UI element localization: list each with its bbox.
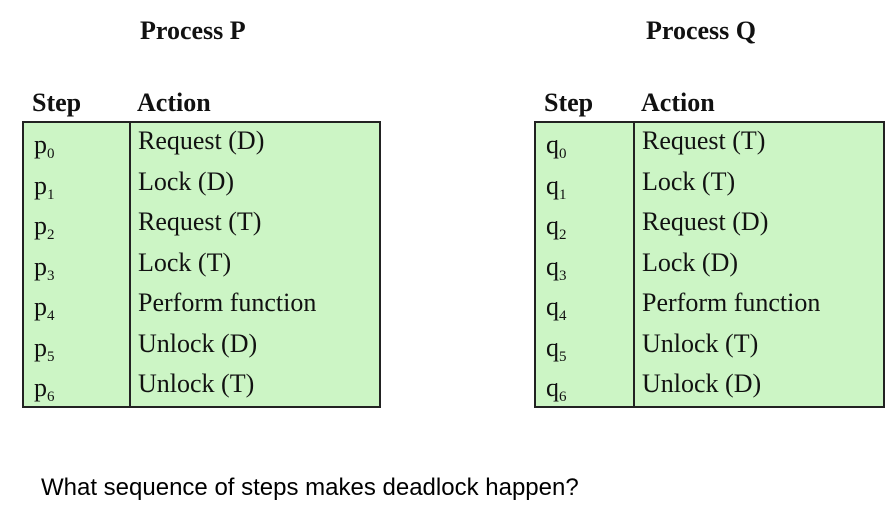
- step-cell: p3: [34, 251, 55, 292]
- process-p-step-header: Step: [32, 88, 82, 117]
- step-index: 6: [559, 389, 567, 405]
- action-cell: Unlock (D): [642, 369, 762, 398]
- step-letter: p: [34, 130, 47, 159]
- action-cell: Request (D): [138, 126, 265, 155]
- step-letter: q: [546, 130, 559, 159]
- step-index: 2: [559, 227, 567, 243]
- column-divider: [633, 123, 635, 406]
- step-index: 0: [559, 146, 567, 162]
- table-row: p6 Unlock (T): [24, 366, 379, 407]
- step-letter: q: [546, 211, 559, 240]
- step-index: 4: [559, 308, 567, 324]
- table-row: p4 Perform function: [24, 285, 379, 326]
- action-cell: Lock (T): [138, 247, 232, 277]
- step-index: 5: [47, 348, 55, 365]
- table-row: q2 Request (D): [536, 204, 883, 245]
- process-q-step-header: Step: [544, 88, 594, 117]
- step-letter: q: [546, 373, 559, 402]
- question-text: What sequence of steps makes deadlock ha…: [41, 474, 579, 501]
- step-letter: p: [34, 332, 47, 362]
- table-row: p1 Lock (D): [24, 164, 379, 205]
- action-cell: Lock (D): [642, 247, 739, 277]
- table-row: q4 Perform function: [536, 285, 883, 326]
- step-cell: p1: [34, 170, 55, 211]
- step-index: 3: [559, 267, 567, 284]
- table-row: p5 Unlock (D): [24, 326, 379, 367]
- action-cell: Unlock (T): [138, 369, 255, 398]
- action-cell: Perform function: [642, 288, 821, 317]
- table-row: q3 Lock (D): [536, 245, 883, 286]
- step-cell: p2: [34, 210, 55, 251]
- step-cell: q5: [546, 332, 567, 373]
- step-cell: p6: [34, 372, 55, 413]
- table-row: q1 Lock (T): [536, 164, 883, 205]
- action-cell: Lock (T): [642, 166, 736, 196]
- table-row: p3 Lock (T): [24, 245, 379, 286]
- process-p-title: Process P: [140, 16, 246, 45]
- step-cell: q4: [546, 291, 567, 332]
- step-index: 0: [47, 146, 55, 162]
- step-cell: q3: [546, 251, 567, 292]
- step-cell: p0: [34, 129, 55, 170]
- step-index: 1: [559, 186, 567, 203]
- step-cell: q0: [546, 129, 567, 170]
- table-row: p0 Request (D): [24, 123, 379, 164]
- process-q-title: Process Q: [646, 16, 756, 45]
- step-cell: p5: [34, 332, 55, 373]
- table-row: p2 Request (T): [24, 204, 379, 245]
- step-cell: q1: [546, 170, 567, 211]
- table-row: q0 Request (T): [536, 123, 883, 164]
- action-cell: Request (T): [138, 207, 262, 236]
- step-letter: p: [34, 251, 47, 281]
- process-q-action-header: Action: [641, 88, 715, 117]
- step-letter: q: [546, 332, 559, 362]
- step-index: 2: [47, 227, 55, 243]
- action-cell: Unlock (D): [138, 328, 258, 358]
- action-cell: Perform function: [138, 288, 317, 317]
- step-index: 1: [47, 186, 55, 203]
- step-letter: p: [34, 373, 47, 402]
- action-cell: Lock (D): [138, 166, 235, 196]
- step-index: 3: [47, 267, 55, 284]
- step-letter: p: [34, 170, 47, 200]
- table-row: q6 Unlock (D): [536, 366, 883, 407]
- step-letter: q: [546, 170, 559, 200]
- action-cell: Request (D): [642, 207, 769, 236]
- step-letter: p: [34, 211, 47, 240]
- step-index: 5: [559, 348, 567, 365]
- step-index: 4: [47, 308, 55, 324]
- action-cell: Request (T): [642, 126, 766, 155]
- step-cell: p4: [34, 291, 55, 332]
- step-index: 6: [47, 389, 55, 405]
- action-cell: Unlock (T): [642, 328, 759, 358]
- step-cell: q6: [546, 372, 567, 413]
- table-row: q5 Unlock (T): [536, 326, 883, 367]
- column-divider: [129, 123, 131, 406]
- step-letter: q: [546, 292, 559, 321]
- step-letter: p: [34, 292, 47, 321]
- process-p-action-header: Action: [137, 88, 211, 117]
- step-letter: q: [546, 251, 559, 281]
- step-cell: q2: [546, 210, 567, 251]
